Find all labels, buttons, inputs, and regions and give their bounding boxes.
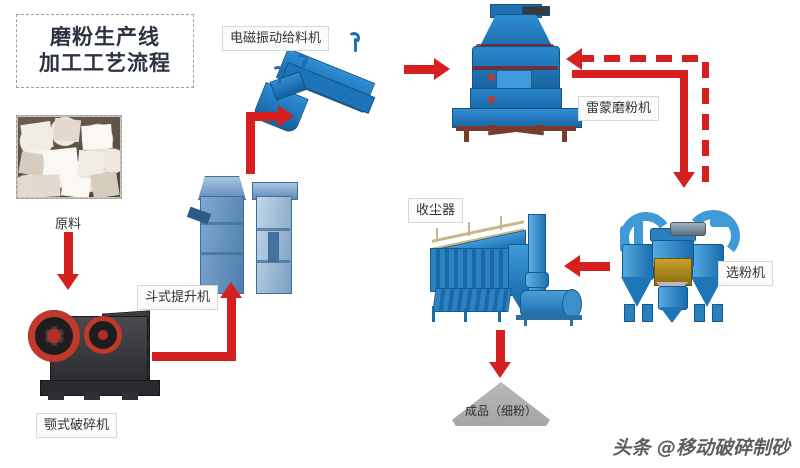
- diagram-title-line-1: 磨粉生产线: [50, 25, 160, 50]
- classifier-machine: [614, 200, 743, 324]
- bucket-elevator-band: [200, 252, 242, 255]
- dust-collector-leg: [432, 306, 435, 322]
- classifier-side-duct: [710, 218, 732, 227]
- diagram-title-box: 磨粉生产线 加工工艺流程: [16, 14, 194, 88]
- bucket-elevator-casing: [200, 196, 244, 294]
- jaw-crusher-foot: [48, 392, 64, 400]
- jaw-crusher-foot: [84, 392, 100, 400]
- raymond-mill-bolt: [488, 74, 495, 81]
- dust-collector-rail-post: [500, 216, 502, 230]
- bucket-elevator-machine: [186, 176, 300, 294]
- bucket-elevator-band: [256, 228, 290, 231]
- raymond-mill-bolt: [488, 96, 495, 103]
- dust-collector-skid-leg: [524, 318, 527, 326]
- diagram-title-line-2: 加工工艺流程: [39, 51, 171, 75]
- bucket-elevator-chain: [268, 232, 279, 262]
- arrow-classifier-return-head: [566, 48, 582, 70]
- label-finished-product: 成品（细粉）: [464, 404, 537, 418]
- arrow-classifier-return-shaft: [578, 55, 706, 62]
- vibrating-feeder-machine: [251, 32, 398, 140]
- classifier-cone-right: [691, 277, 723, 307]
- classifier-cyclone-left: [622, 244, 654, 280]
- dust-collector-hopper: [432, 288, 512, 312]
- bucket-elevator-band: [200, 222, 242, 225]
- raymond-mill-platform: [452, 108, 582, 128]
- arrow-crusher-to-elevator-riser: [227, 296, 236, 356]
- arrow-raw-to-crusher-head: [57, 274, 79, 290]
- classifier-leg: [694, 304, 705, 322]
- feeder-hook: [296, 54, 308, 74]
- arrow-classifier-to-collector-head: [564, 255, 580, 277]
- dust-collector-skid-leg: [570, 318, 573, 326]
- dust-collector-leg: [464, 308, 467, 322]
- jaw-crusher-foot: [122, 392, 138, 400]
- classifier-leg: [712, 304, 723, 322]
- limestone-rocks-image: [18, 117, 120, 197]
- arrow-crusher-to-elevator-shaft: [152, 352, 236, 361]
- arrow-crusher-to-elevator-head: [220, 282, 242, 298]
- dust-collector-machine: [424, 214, 584, 326]
- arrow-elevator-to-feeder-riser: [246, 112, 255, 174]
- raymond-mill-leg: [464, 126, 469, 142]
- arrow-mill-to-classifier-shaft: [572, 70, 688, 78]
- arrow-mill-to-classifier-riser: [680, 70, 688, 176]
- classifier-leg: [624, 304, 635, 322]
- dust-collector-skid: [516, 315, 582, 320]
- arrow-collector-to-product-head: [489, 362, 511, 378]
- classifier-rotor-cage: [654, 258, 692, 286]
- raymond-mill-machine: [448, 4, 584, 144]
- dust-collector-leg: [498, 310, 501, 322]
- arrow-collector-to-product-shaft: [496, 330, 505, 366]
- feeder-hook: [348, 32, 360, 52]
- classifier-leg: [642, 304, 653, 322]
- arrow-feeder-to-mill-head: [434, 58, 450, 80]
- label-vibrating-feeder: 电磁振动给料机: [222, 26, 330, 51]
- classifier-downpipe: [634, 220, 643, 252]
- dust-collector-rail-post: [436, 228, 438, 242]
- raymond-mill-leg: [562, 126, 567, 142]
- label-jaw-crusher: 颚式破碎机: [36, 413, 118, 438]
- jaw-crusher-machine: [10, 282, 170, 407]
- arrow-classifier-return-riser: [702, 62, 709, 188]
- label-classifier: 选粉机: [718, 261, 774, 286]
- classifier-motor: [670, 222, 706, 236]
- raymond-mill-band: [472, 66, 558, 70]
- arrow-feeder-to-mill-shaft: [404, 65, 438, 74]
- jaw-crusher-flywheel: [28, 310, 80, 362]
- classifier-downpipe: [620, 226, 629, 252]
- label-dust-collector: 收尘器: [408, 198, 464, 223]
- arrow-mill-to-classifier-head: [673, 172, 695, 188]
- classifier-cone-left: [621, 277, 653, 307]
- arrow-raw-to-crusher-shaft: [64, 232, 73, 276]
- classifier-discharge-cone: [660, 307, 684, 323]
- label-raymond-mill: 雷蒙磨粉机: [578, 96, 660, 121]
- label-raw-material: 原料: [55, 217, 82, 232]
- raw-material-photo: [16, 115, 122, 199]
- feeder-hook: [272, 66, 284, 84]
- dust-collector-rail-post: [468, 222, 470, 236]
- arrow-classifier-to-collector-shaft: [578, 262, 610, 271]
- jaw-crusher-flywheel: [84, 316, 122, 354]
- watermark: 头条 @移动破碎制砂: [612, 437, 790, 459]
- dust-collector-bag-house: [430, 248, 510, 292]
- dust-collector-stack-joint: [525, 272, 549, 288]
- arrow-elevator-to-feeder-shaft: [246, 112, 282, 121]
- arrow-elevator-to-feeder-head: [278, 105, 294, 127]
- label-bucket-elevator: 斗式提升机: [137, 285, 219, 310]
